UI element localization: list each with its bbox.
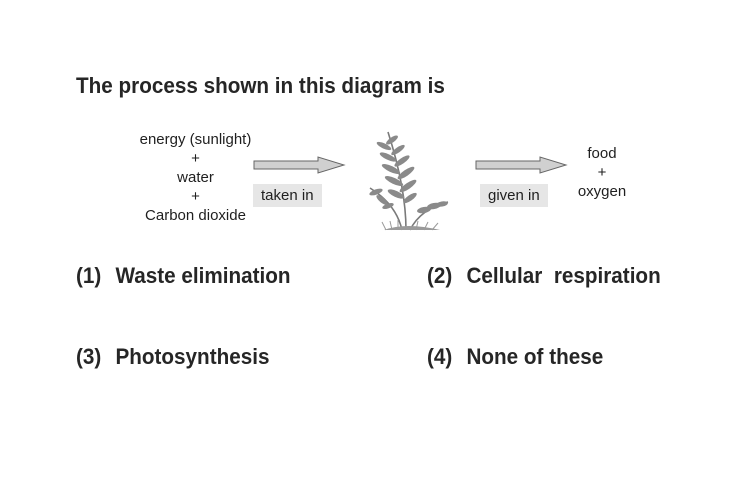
question-text: The process shown in this diagram is bbox=[76, 73, 445, 98]
option-4-number: (4) bbox=[427, 344, 453, 369]
input-energy: energy (sunlight) bbox=[139, 131, 252, 148]
option-3-number: (3) bbox=[76, 344, 102, 369]
taken-in-label: taken in bbox=[253, 184, 322, 207]
input-water: water bbox=[177, 169, 214, 186]
option-1-number: (1) bbox=[76, 263, 102, 288]
option-3[interactable]: (3) Photosynthesis bbox=[76, 344, 269, 370]
input-carbon-dioxide: Carbon dioxide bbox=[145, 207, 246, 224]
option-2[interactable]: (2) Cellular respiration bbox=[427, 263, 661, 289]
input-plus-2: + bbox=[191, 188, 200, 205]
given-in-label: given in bbox=[480, 184, 548, 207]
inputs-list: energy (sunlight) + water + Carbon dioxi… bbox=[118, 130, 273, 225]
fern-plant-icon bbox=[369, 131, 449, 231]
option-2-number: (2) bbox=[427, 263, 453, 288]
option-4-text: None of these bbox=[466, 344, 604, 369]
input-plus-1: + bbox=[191, 150, 200, 167]
option-4[interactable]: (4) None of these bbox=[427, 344, 603, 370]
option-2-text: Cellular respiration bbox=[466, 263, 661, 288]
output-arrow-icon bbox=[475, 156, 568, 174]
outputs-list: food + oxygen bbox=[562, 144, 642, 201]
output-plus: + bbox=[597, 164, 607, 181]
option-1-text: Waste elimination bbox=[115, 263, 291, 288]
output-oxygen: oxygen bbox=[577, 183, 627, 200]
output-food: food bbox=[587, 145, 617, 162]
option-1[interactable]: (1) Waste elimination bbox=[76, 263, 291, 289]
option-3-text: Photosynthesis bbox=[115, 344, 270, 369]
